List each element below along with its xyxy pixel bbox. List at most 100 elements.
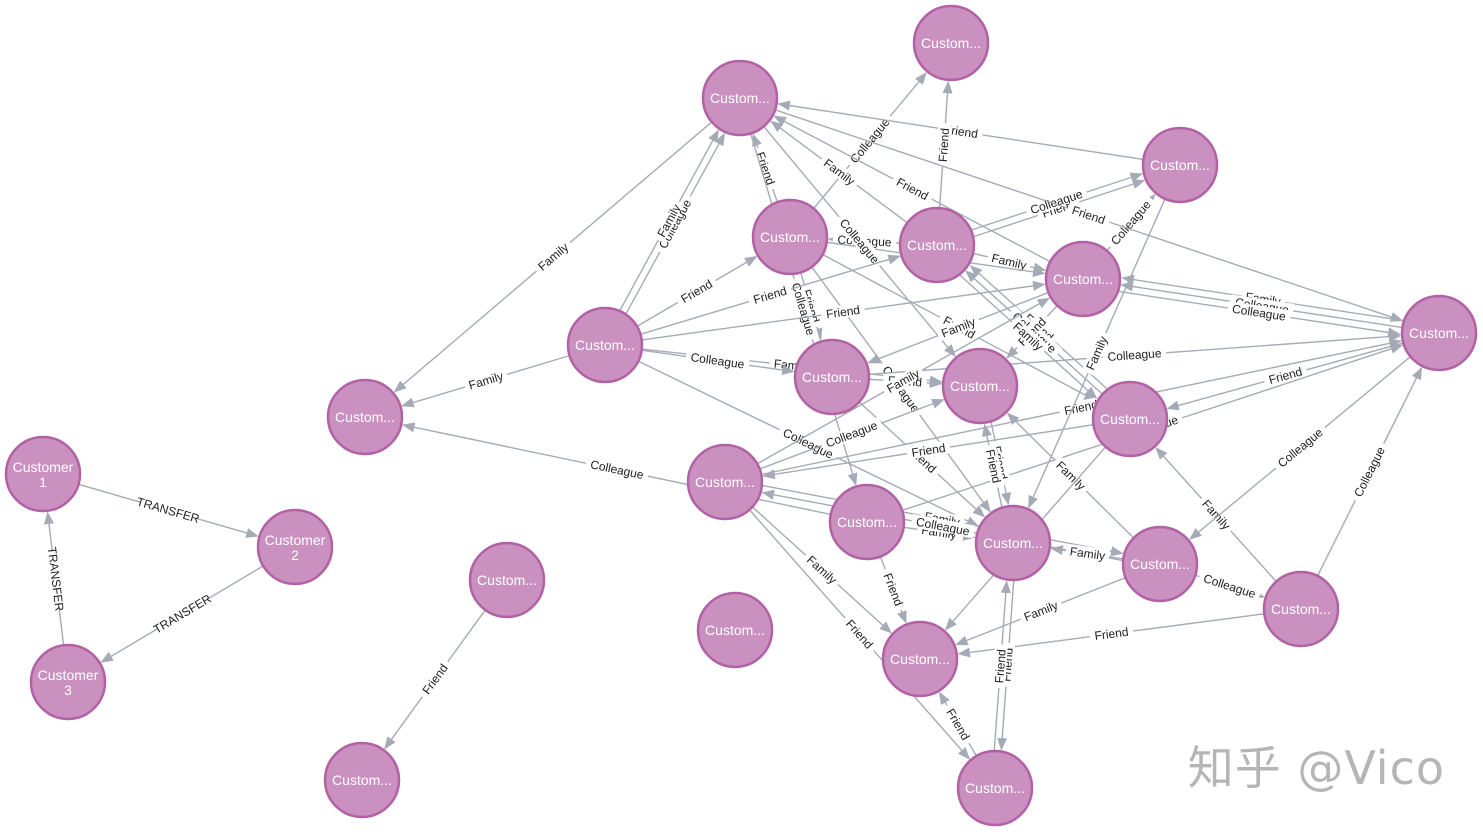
node-i[interactable]: Custom... bbox=[793, 338, 871, 416]
edge-label-background bbox=[46, 549, 66, 608]
edge-colleague[interactable]: Colleague bbox=[970, 172, 1144, 231]
edge-label: Colleague bbox=[1202, 571, 1258, 601]
node-circle[interactable] bbox=[956, 749, 1034, 827]
node-d[interactable]: Custom... bbox=[751, 198, 829, 276]
edge-friend[interactable]: Friend bbox=[762, 423, 1094, 480]
edge-label-background bbox=[834, 212, 886, 270]
edge-friend[interactable]: Friend bbox=[935, 80, 953, 209]
edge-friend[interactable]: Friend bbox=[777, 100, 1144, 161]
node-b[interactable]: Custom... bbox=[701, 59, 779, 137]
node-circle[interactable] bbox=[326, 378, 404, 456]
edge-friend[interactable]: Friend bbox=[748, 509, 971, 760]
node-circle[interactable] bbox=[566, 306, 644, 384]
edge-label-background bbox=[880, 364, 926, 397]
edge-label: Family bbox=[1069, 544, 1106, 563]
node-circle[interactable] bbox=[751, 198, 829, 276]
edge-label-background bbox=[935, 313, 981, 342]
edge-label-background bbox=[1050, 455, 1092, 496]
node-circle[interactable] bbox=[29, 643, 107, 721]
edge-friend[interactable]: Friend bbox=[751, 133, 780, 203]
node-q[interactable]: Custom... bbox=[956, 749, 1034, 827]
node-circle[interactable] bbox=[1400, 294, 1478, 372]
edge-friend[interactable]: Friend bbox=[636, 256, 758, 327]
edge-label: Family bbox=[535, 240, 571, 274]
node-p[interactable]: Custom... bbox=[1262, 570, 1340, 648]
node-circle[interactable] bbox=[793, 338, 871, 416]
node-circle[interactable] bbox=[686, 443, 764, 521]
node-circle[interactable] bbox=[912, 4, 990, 82]
node-a[interactable]: Custom... bbox=[912, 4, 990, 82]
edge-friend[interactable]: Friend bbox=[761, 338, 1403, 476]
node-circle[interactable] bbox=[4, 435, 82, 513]
nodes-layer: Customer1Customer2Customer3Custom...Cust… bbox=[4, 4, 1478, 827]
node-qleft[interactable]: Custom... bbox=[696, 591, 774, 669]
node-circle[interactable] bbox=[468, 541, 546, 619]
edge-colleague[interactable]: Colleague bbox=[868, 331, 1402, 376]
node-r[interactable]: Custom... bbox=[881, 620, 959, 698]
node-l[interactable]: Custom... bbox=[686, 443, 764, 521]
node-circle[interactable] bbox=[941, 347, 1019, 425]
edge-family[interactable]: Family bbox=[1050, 543, 1124, 564]
node-c[interactable]: Custom... bbox=[1141, 126, 1219, 204]
edge-label: Friend bbox=[992, 649, 1008, 684]
edge-label-background bbox=[652, 198, 685, 243]
node-left[interactable]: Custom... bbox=[326, 378, 404, 456]
edge-friend[interactable]: Friend bbox=[641, 280, 1046, 341]
edge-colleague[interactable]: Colleague bbox=[1316, 366, 1423, 577]
edge-friend[interactable]: Friend bbox=[991, 580, 1011, 751]
node-circle[interactable] bbox=[256, 508, 334, 586]
edge-label-background bbox=[1104, 194, 1156, 251]
edge-friend[interactable]: Friend bbox=[1166, 342, 1404, 411]
edge-colleague[interactable]: Colleague bbox=[1195, 569, 1266, 603]
node-mid[interactable]: Custom... bbox=[468, 541, 546, 619]
node-circle[interactable] bbox=[323, 741, 401, 819]
node-n[interactable]: Custom... bbox=[974, 504, 1052, 582]
node-circle[interactable] bbox=[881, 620, 959, 698]
edge-colleague[interactable]: Colleague bbox=[401, 422, 831, 516]
node-circle[interactable] bbox=[1121, 525, 1199, 603]
edge-label-background bbox=[890, 172, 935, 205]
edge-label: Family bbox=[1053, 458, 1088, 493]
edge-label-background bbox=[1088, 624, 1134, 643]
node-circle[interactable] bbox=[1262, 570, 1340, 648]
edge-friend[interactable]: Friend bbox=[981, 423, 1005, 508]
node-f[interactable]: Custom... bbox=[1044, 240, 1122, 318]
edge-label-background bbox=[1024, 185, 1089, 218]
node-h[interactable]: Custom... bbox=[1400, 294, 1478, 372]
edge-label: Colleague bbox=[1275, 425, 1326, 470]
edge-label-background bbox=[935, 122, 952, 168]
node-k[interactable]: Custom... bbox=[1091, 380, 1169, 458]
node-circle[interactable] bbox=[1091, 380, 1169, 458]
node-circle[interactable] bbox=[828, 483, 906, 561]
edge-label-background bbox=[910, 513, 976, 539]
watermark: 知乎 @Vico bbox=[1187, 741, 1445, 795]
edge-friend[interactable]: Friend bbox=[879, 556, 908, 624]
edge-transfer[interactable]: TRANSFER bbox=[78, 483, 259, 538]
node-m[interactable]: Custom... bbox=[828, 483, 906, 561]
edge-label-background bbox=[1197, 569, 1262, 602]
edge-label-background bbox=[982, 443, 1005, 489]
edge-friend[interactable]: Friend bbox=[384, 609, 486, 750]
node-g[interactable]: Custom... bbox=[566, 306, 644, 384]
node-circle[interactable] bbox=[1044, 240, 1122, 318]
node-circle[interactable] bbox=[898, 206, 976, 284]
node-e[interactable]: Custom... bbox=[898, 206, 976, 284]
node-low[interactable]: Custom... bbox=[323, 741, 401, 819]
node-circle[interactable] bbox=[696, 591, 774, 669]
edge-transfer[interactable]: TRANSFER bbox=[44, 511, 67, 646]
node-o[interactable]: Custom... bbox=[1121, 525, 1199, 603]
node-j[interactable]: Custom... bbox=[941, 347, 1019, 425]
edge-label-background bbox=[752, 145, 780, 191]
edge-label: Friend bbox=[1070, 203, 1107, 227]
edge-label: Colleague bbox=[824, 418, 880, 450]
edge-label-background bbox=[801, 549, 843, 589]
node-circle[interactable] bbox=[974, 504, 1052, 582]
edge-transfer[interactable]: TRANSFER bbox=[100, 565, 264, 663]
node-circle[interactable] bbox=[1141, 126, 1219, 204]
edge-label: Friend bbox=[943, 706, 972, 742]
node-circle[interactable] bbox=[701, 59, 779, 137]
